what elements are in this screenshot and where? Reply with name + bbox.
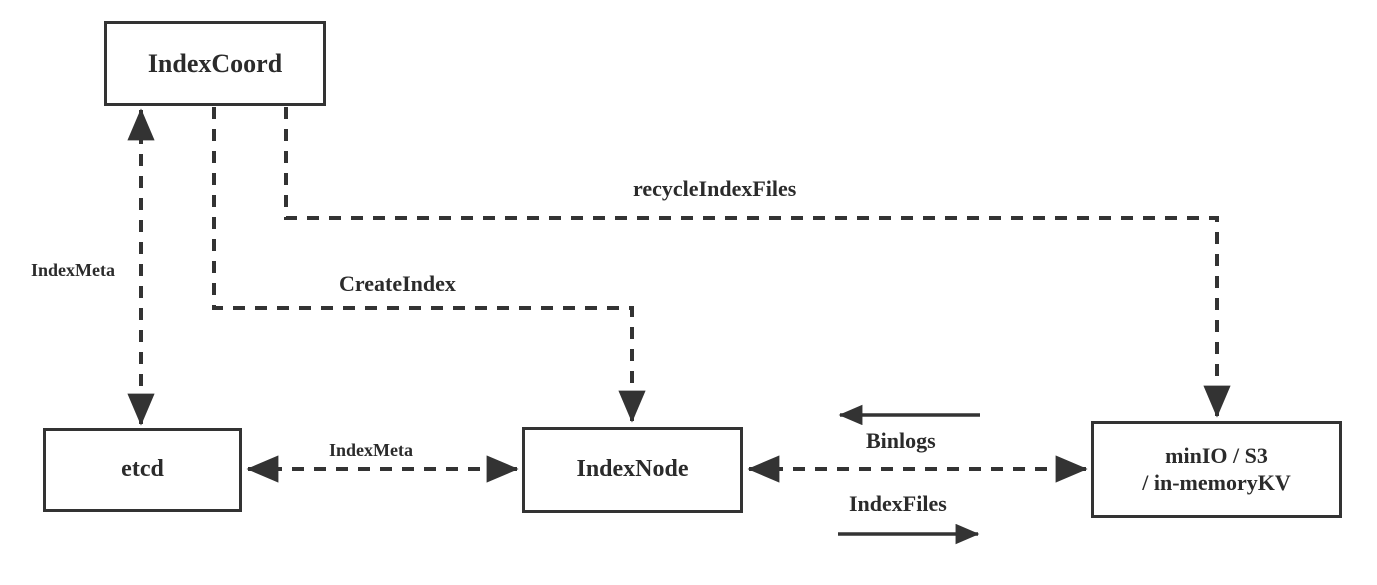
edge-label-binlogs: Binlogs xyxy=(866,428,936,454)
node-minio[interactable]: minIO / S3 / in-memoryKV xyxy=(1091,421,1342,518)
node-etcd-label: etcd xyxy=(121,456,164,483)
edge-label-indexmeta-mid: IndexMeta xyxy=(329,440,413,461)
edge-label-indexmeta-mid-text: IndexMeta xyxy=(329,440,413,460)
node-etcd[interactable]: etcd xyxy=(43,428,242,512)
edge-label-createindex-text: CreateIndex xyxy=(339,271,456,296)
edge-label-indexmeta-left-text: IndexMeta xyxy=(31,260,115,280)
edge-label-indexfiles: IndexFiles xyxy=(849,491,947,517)
node-minio-label-line1: minIO / S3 xyxy=(1165,442,1268,468)
edge-label-indexmeta-left: IndexMeta xyxy=(31,260,115,281)
edge-label-indexfiles-text: IndexFiles xyxy=(849,491,947,516)
edge-label-recycleindexfiles-text: recycleIndexFiles xyxy=(633,176,797,201)
edge-label-recycleindexfiles: recycleIndexFiles xyxy=(633,176,796,202)
node-indexnode[interactable]: IndexNode xyxy=(522,427,743,513)
edge-label-createindex: CreateIndex xyxy=(339,271,456,297)
edge-indexcoord-minio xyxy=(284,107,1231,418)
edge-label-binlogs-text: Binlogs xyxy=(866,428,936,453)
node-indexcoord-label: IndexCoord xyxy=(147,48,283,78)
edge-indexcoord-indexnode xyxy=(212,107,646,423)
node-indexcoord[interactable]: IndexCoord xyxy=(104,21,326,106)
node-minio-label-line2: / in-memoryKV xyxy=(1142,469,1291,495)
node-indexnode-label: IndexNode xyxy=(576,456,689,483)
